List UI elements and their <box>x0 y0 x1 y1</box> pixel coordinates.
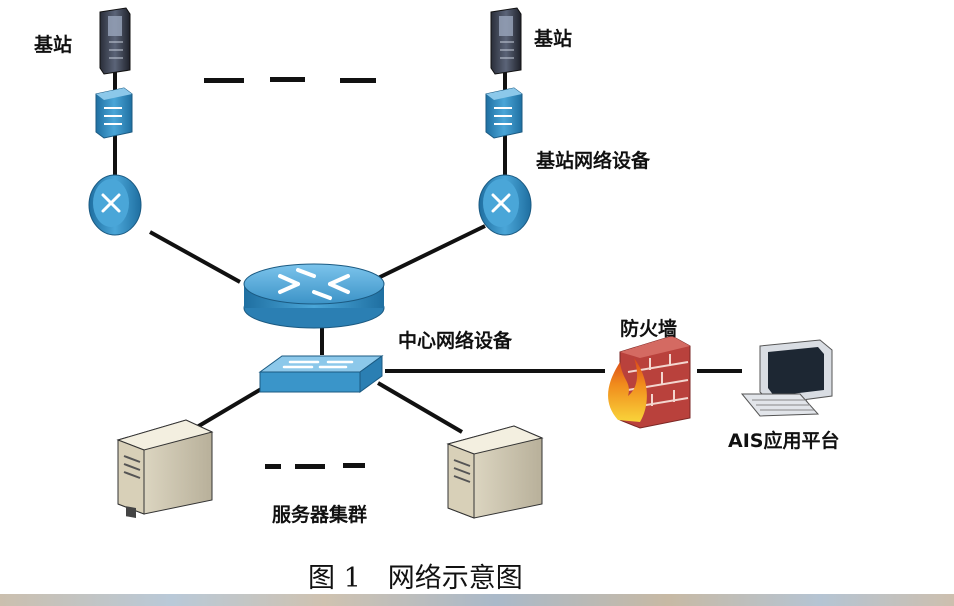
label-firewall: 防火墙 <box>620 318 678 340</box>
tower-server-icon <box>99 7 131 75</box>
ellipsis-dashes-top <box>204 77 376 83</box>
ellipsis-dashes-bottom <box>265 463 365 469</box>
label-base-station-right: 基站 <box>534 28 573 50</box>
server-icon <box>446 425 544 519</box>
map-image-strip <box>0 594 954 606</box>
label-base-station-network: 基站网络设备 <box>536 150 651 172</box>
link-switch-server-left <box>190 383 270 432</box>
router-icon <box>478 174 532 236</box>
server-icon <box>116 419 214 518</box>
firewall-icon <box>608 335 691 429</box>
label-ais-platform: AIS应用平台 <box>728 430 840 452</box>
label-server-cluster: 服务器集群 <box>272 504 368 526</box>
link-left-router-core <box>149 230 241 284</box>
switch-icon <box>95 87 133 139</box>
link-right-router-core <box>377 224 486 280</box>
label-base-station-left: 基站 <box>34 34 73 56</box>
core-router-icon <box>243 263 385 329</box>
connection-lines <box>113 72 742 434</box>
figure-caption: 图 1 网络示意图 <box>308 563 523 594</box>
computer-icon <box>740 339 833 417</box>
router-icon <box>88 174 142 236</box>
switch-icon <box>485 87 523 139</box>
workgroup-switch-icon <box>258 355 384 393</box>
label-center-network: 中心网络设备 <box>398 330 513 352</box>
tower-server-icon <box>490 7 522 75</box>
link-switch-server-right <box>376 381 464 434</box>
